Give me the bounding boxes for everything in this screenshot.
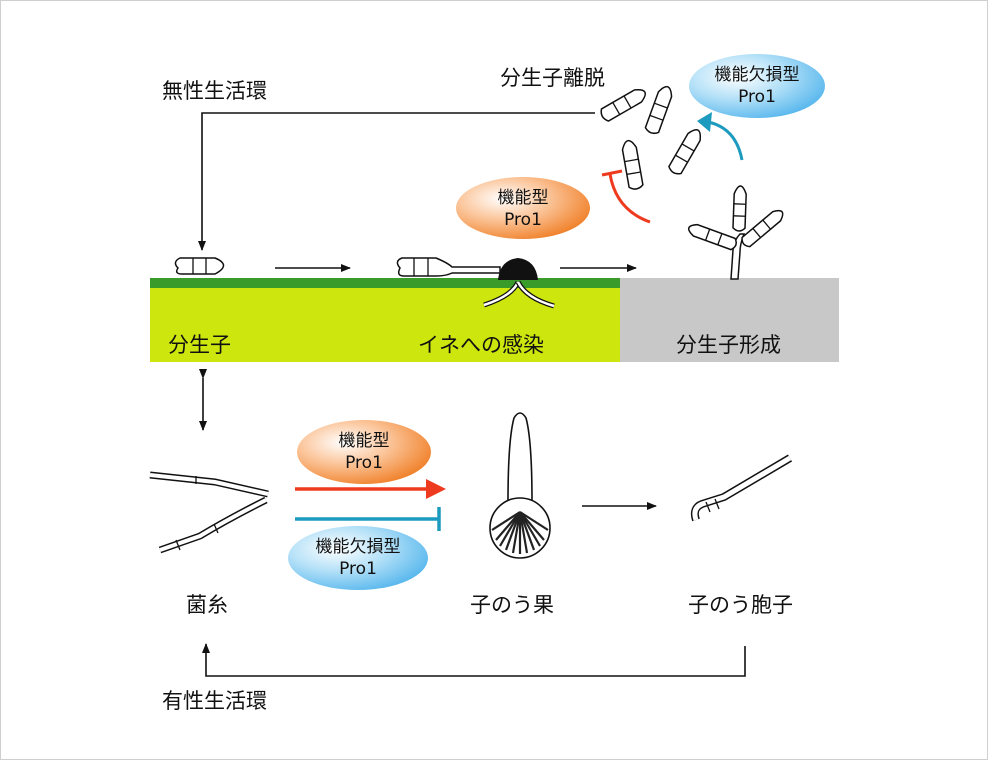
- blue-release-arrow: [707, 120, 744, 161]
- deficient-pro1-badge-bottom: 機能欠損型 Pro1: [288, 526, 428, 590]
- svg-text:機能欠損型: 機能欠損型: [715, 65, 800, 85]
- sexual-cycle-title: 有性生活環: [162, 689, 267, 713]
- label-conidium: 分生子: [168, 333, 231, 357]
- red-inhibition-arc: [608, 173, 651, 224]
- hyphae-icon: [149, 471, 269, 554]
- label-conidiation: 分生子形成: [676, 333, 781, 357]
- label-perithecium: 子のう果: [470, 593, 554, 617]
- svg-text:Pro1: Pro1: [504, 210, 542, 230]
- asexual-return-arrow: [198, 112, 595, 251]
- red-inhibition-bar: [601, 169, 623, 177]
- perithecium-icon: [489, 412, 551, 559]
- svg-text:Pro1: Pro1: [339, 559, 377, 579]
- deficient-pro1-badge-top: 機能欠損型 Pro1: [689, 54, 825, 118]
- conidium-icon: [174, 257, 225, 275]
- functional-pro1-badge-top: 機能型 Pro1: [456, 177, 590, 239]
- conidia-release-label: 分生子離脱: [500, 66, 605, 90]
- leaf-surface-stripe: [150, 278, 620, 288]
- svg-text:機能型: 機能型: [339, 431, 390, 451]
- label-hypha: 菌糸: [186, 593, 228, 617]
- functional-pro1-badge-bottom: 機能型 Pro1: [297, 420, 431, 484]
- rice-leaf-band: [150, 278, 620, 362]
- svg-text:機能型: 機能型: [498, 188, 549, 208]
- sexual-return-arrow: [202, 643, 746, 677]
- svg-text:Pro1: Pro1: [738, 87, 776, 107]
- label-ascospore: 子のう胞子: [688, 593, 793, 617]
- conidiation-band: [620, 278, 839, 362]
- svg-text:機能欠損型: 機能欠損型: [316, 537, 401, 557]
- ascospore-icon: [690, 454, 793, 522]
- released-conidia: [600, 85, 702, 190]
- svg-text:Pro1: Pro1: [345, 453, 383, 473]
- asexual-cycle-title: 無性生活環: [162, 79, 267, 103]
- blue-release-arrowhead: [697, 112, 712, 132]
- conidiophore-icon: [687, 185, 784, 280]
- red-promotion-arrowhead: [426, 479, 446, 499]
- label-rice-infection: イネへの感染: [418, 333, 544, 357]
- appressorium-icon: [396, 257, 555, 309]
